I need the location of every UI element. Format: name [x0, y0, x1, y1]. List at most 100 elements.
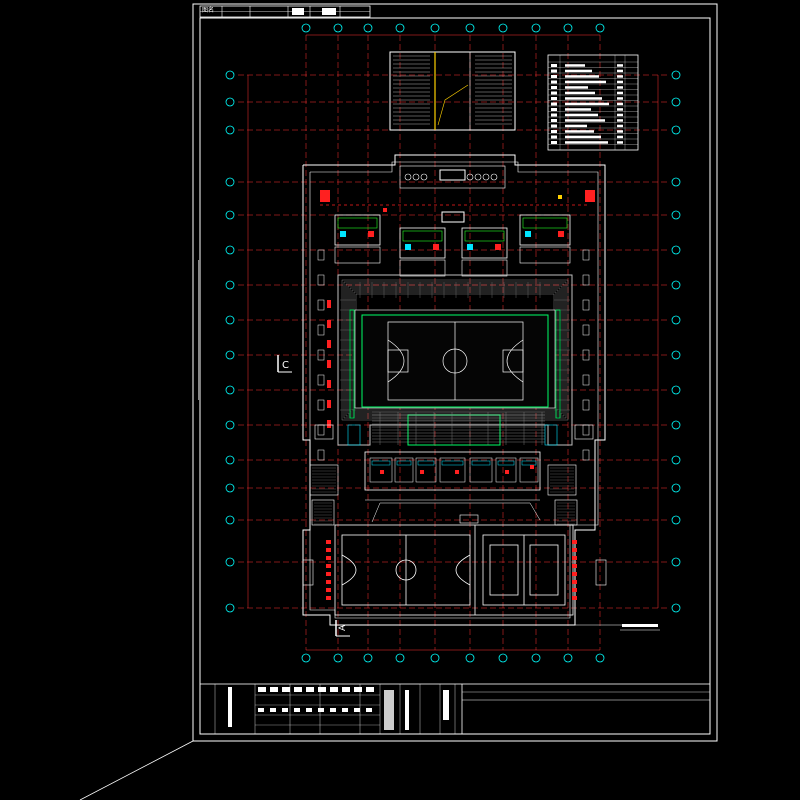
legend-symbol — [551, 91, 557, 95]
legend-symbol — [551, 119, 557, 122]
title-glyph — [342, 708, 348, 712]
axis-bubble-top — [563, 23, 573, 33]
marker — [455, 470, 459, 474]
title-glyph — [318, 687, 326, 692]
axis-bubble-bottom — [531, 653, 541, 663]
axis-bubble-bottom — [430, 653, 440, 663]
room-fixture — [497, 460, 515, 466]
column-marker — [327, 380, 331, 388]
lobby-fixture — [466, 173, 474, 181]
axis-bubble-right — [671, 97, 681, 107]
room-lower — [399, 259, 446, 277]
marker — [572, 540, 577, 544]
legend-text-bar — [617, 64, 623, 67]
marker — [326, 556, 331, 560]
legend-text-bar — [617, 69, 623, 73]
legend-text-bar — [565, 80, 606, 84]
marker — [530, 465, 534, 469]
title-glyph — [354, 687, 362, 692]
column-marker — [327, 300, 331, 308]
legend-table — [547, 54, 639, 151]
room-fixture — [371, 460, 391, 466]
axis-bubble-left — [225, 125, 235, 135]
legend-symbol — [551, 130, 557, 133]
room-fixture — [521, 460, 537, 466]
axis-bubble-left — [225, 557, 235, 567]
section-marker-c: C — [277, 355, 292, 373]
legend-text-bar — [565, 97, 602, 100]
axis-bubble-top — [498, 23, 508, 33]
room-fixture — [525, 231, 531, 237]
lower-service-rooms — [364, 451, 541, 524]
title-glyph — [366, 687, 374, 692]
service-room — [439, 457, 466, 483]
wall-segment — [582, 399, 590, 411]
legend-text-bar — [565, 86, 588, 89]
legend-text-bar — [565, 135, 601, 139]
room-fixture — [337, 217, 378, 229]
legend-text-bar — [617, 102, 623, 106]
side-stair — [554, 499, 578, 526]
wall-segment — [582, 349, 590, 361]
legend-symbol — [551, 86, 557, 89]
lobby-fixture — [420, 173, 428, 181]
title-vertical-text — [443, 690, 449, 720]
corner-room — [574, 424, 594, 440]
room-lower — [334, 246, 381, 264]
legend-text-bar — [617, 97, 623, 100]
side-stair — [547, 464, 577, 496]
room-fixture — [402, 230, 443, 242]
marker — [572, 572, 577, 576]
wall-segment — [317, 399, 325, 411]
axis-bubble-bottom — [363, 653, 373, 663]
marker — [572, 556, 577, 560]
marker — [572, 596, 577, 600]
axis-bubble-bottom — [465, 653, 475, 663]
legend-symbol — [551, 124, 557, 128]
title-block — [199, 683, 711, 735]
axis-bubble-right — [671, 557, 681, 567]
column-marker — [327, 420, 331, 428]
legend-symbol — [551, 64, 557, 67]
room-fixture — [495, 244, 501, 250]
side-circulation — [302, 249, 607, 600]
legend-text-bar — [565, 75, 599, 78]
wall-segment — [317, 324, 325, 336]
legend-text-bar — [565, 108, 591, 111]
legend-symbol — [551, 69, 557, 73]
legend-text-bar — [617, 119, 623, 122]
title-glyph — [270, 687, 278, 692]
wall-segment — [317, 274, 325, 286]
axis-bubble-right — [671, 245, 681, 255]
legend-text-bar — [565, 113, 598, 117]
vertical-margin-note — [198, 260, 200, 400]
lobby-fixture — [482, 173, 490, 181]
wall-segment — [317, 349, 325, 361]
axis-bubble-top — [333, 23, 343, 33]
training-courts — [334, 524, 574, 616]
room-fixture — [467, 244, 473, 250]
axis-bubble-left — [225, 97, 235, 107]
upper-room — [399, 227, 446, 259]
wall-segment — [317, 299, 325, 311]
axis-bubble-left — [225, 420, 235, 430]
axis-bubble-left — [225, 177, 235, 187]
room-fixture — [471, 460, 491, 466]
main-basketball-court — [387, 321, 524, 401]
axis-bubble-top — [395, 23, 405, 33]
marker — [383, 208, 387, 212]
legend-text-bar — [617, 113, 623, 117]
column-marker — [327, 320, 331, 328]
title-glyph — [306, 708, 312, 712]
title-glyph — [258, 708, 264, 712]
axis-bubble-top — [531, 23, 541, 33]
room-fixture — [464, 230, 505, 242]
service-room — [415, 457, 437, 483]
axis-bubble-right — [671, 70, 681, 80]
axis-bubble-left — [225, 350, 235, 360]
section-label-c: C — [282, 360, 289, 371]
title-glyph — [342, 687, 350, 692]
corner-room — [314, 424, 334, 440]
service-room — [369, 457, 393, 483]
